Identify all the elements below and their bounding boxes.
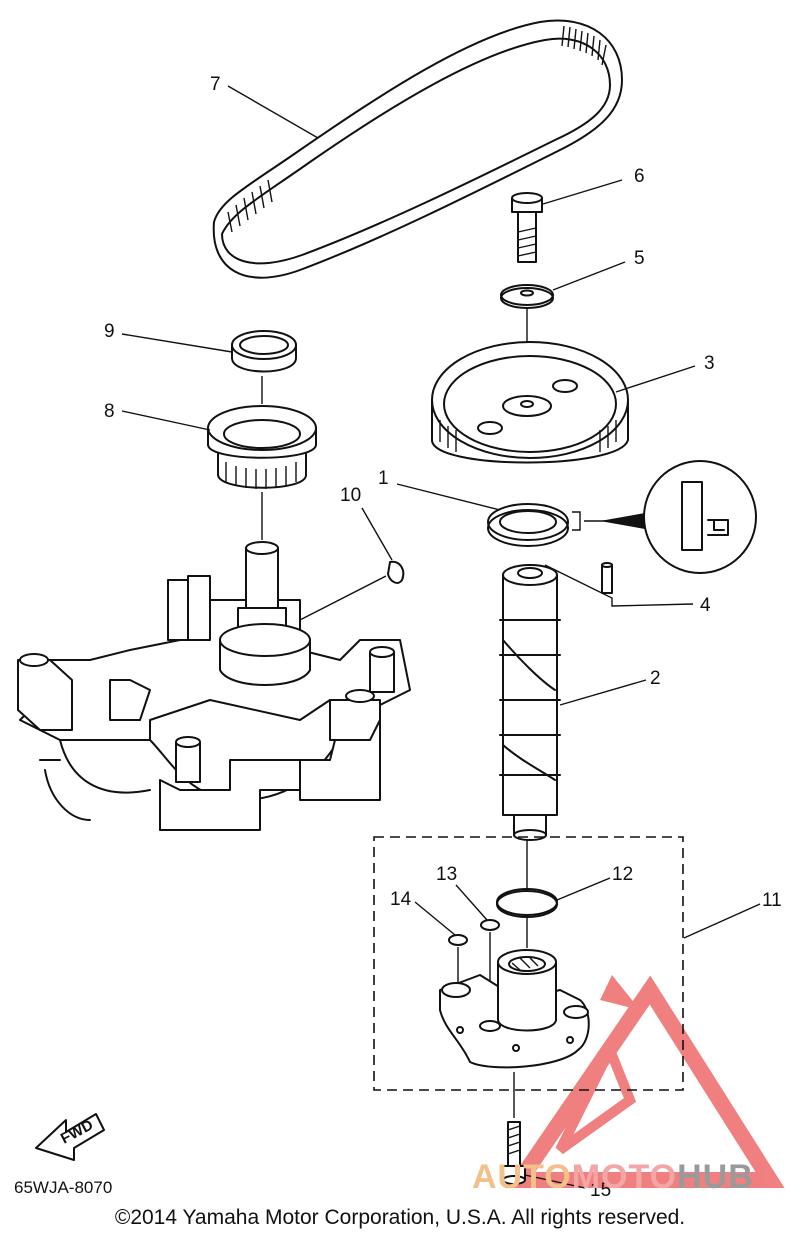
watermark-part-hub: HUB [677,1158,754,1196]
cylinder-block [17,541,411,831]
callout-9: 9 [104,321,115,342]
callout-14: 14 [390,889,412,910]
pump-bolt [502,1121,526,1185]
small-o-ring-14 [448,934,468,946]
callout-15: 15 [590,1180,611,1201]
diagram-code: 65WJA-8070 [14,1178,113,1197]
flange-bolt [511,192,543,263]
copyright-notice: ©2014 Yamaha Motor Corporation, U.S.A. A… [114,1206,686,1229]
watermark-logo-icon [504,975,785,1188]
forward-arrow-icon: FWD [35,1113,105,1161]
woodruff-key [387,560,405,584]
bushing-housing [207,405,317,489]
watermark-text: AUTOMOTOHUB [472,1158,754,1197]
o-ring [496,888,558,918]
callout-7: 7 [210,74,221,95]
oil-seal [487,503,569,547]
callout-5: 5 [634,248,645,269]
watermark-part-auto: AUTO [472,1158,572,1196]
callout-12: 12 [612,864,633,885]
timing-belt [212,19,623,279]
camshaft [499,564,561,841]
callout-4: 4 [700,595,711,616]
callout-8: 8 [104,401,115,422]
callout-1: 1 [378,468,389,489]
small-o-ring-13 [480,919,500,931]
grease-detail-circle [643,460,757,574]
callout-10: 10 [340,485,361,506]
oil-pump [439,949,590,1069]
callout-11: 11 [762,890,782,911]
watermark-part-moto: MOTO [571,1158,678,1196]
callout-6: 6 [634,166,645,187]
callout-2: 2 [650,668,661,689]
callout-13: 13 [436,864,457,885]
dowel-pin [601,562,613,594]
washer [500,284,554,309]
driven-sprocket [431,341,629,464]
callout-3: 3 [704,353,715,374]
oil-pump-assembly-box [373,836,684,1091]
o-ring-seal [231,330,297,373]
